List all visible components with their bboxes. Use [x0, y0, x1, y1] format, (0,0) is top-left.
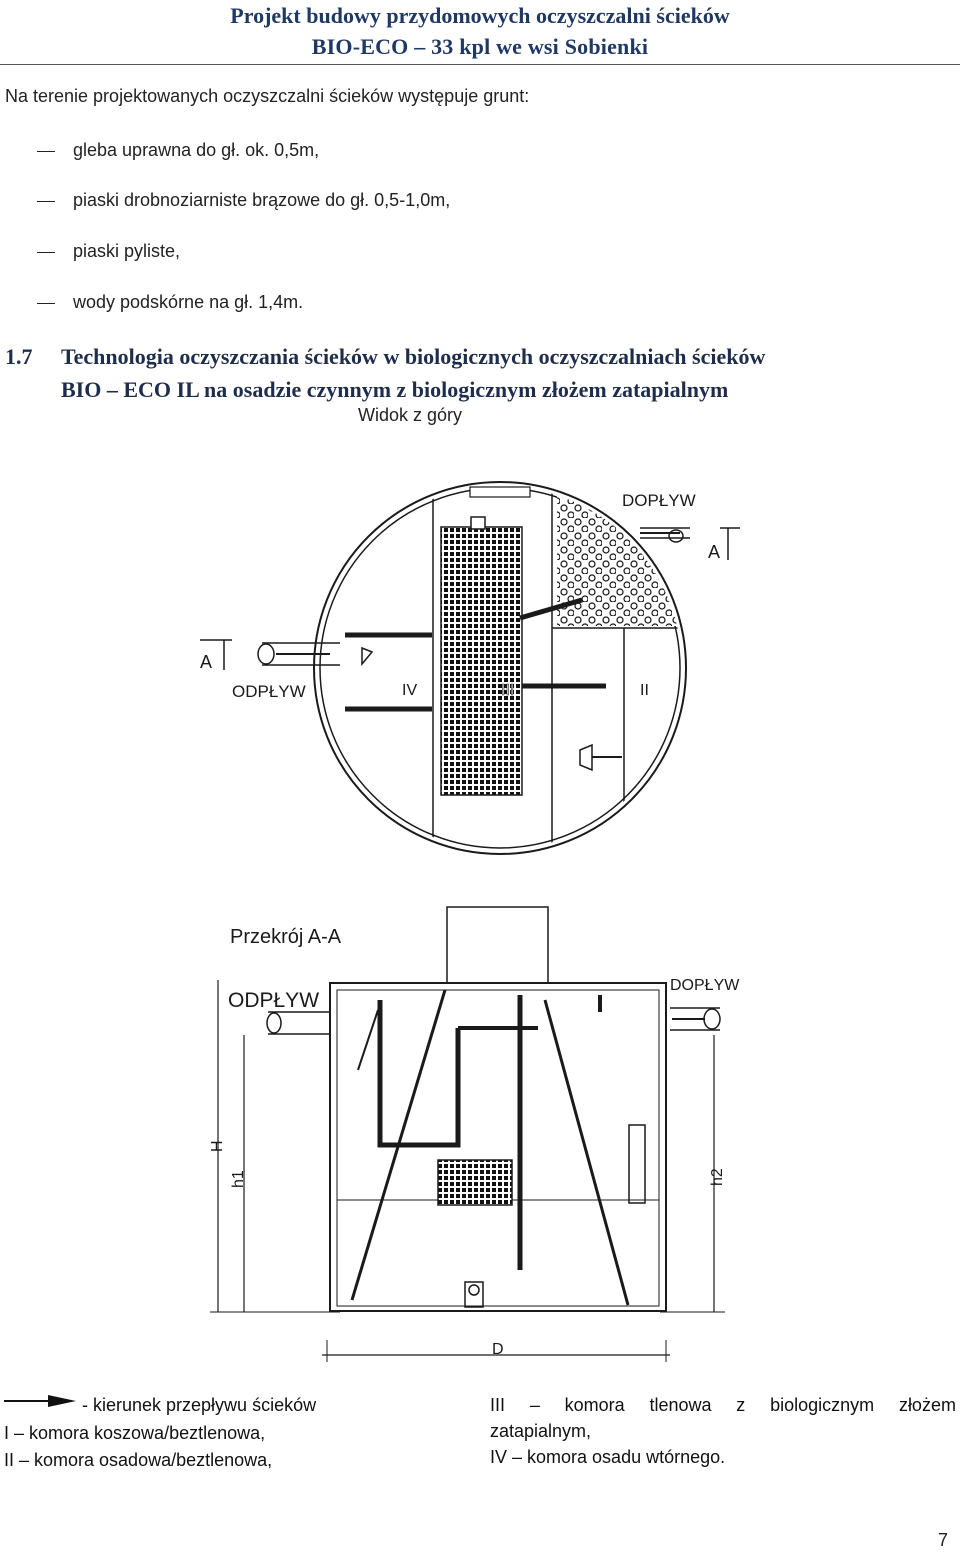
cross-section-title: Przekrój A-A [230, 926, 342, 948]
section-title-line2: BIO – ECO IL na osadzie czynnym z biolog… [61, 377, 729, 402]
cross-outflow-label: ODPŁYW [228, 989, 319, 1012]
dash-bullet-icon [37, 201, 55, 202]
tank-shell [329, 982, 667, 1312]
legend-word: z [736, 1395, 746, 1415]
top-view-drawing: DOPŁYW ODPŁYW A A IV III II [200, 481, 740, 855]
legend-right: III – komora tlenowa z biologicznym złoż… [490, 1392, 956, 1470]
legend-chamber-iii: III – komora tlenowa z biologicznym złoż… [490, 1392, 956, 1418]
cross-inflow-label: DOPŁYW [670, 977, 740, 994]
chamber-ii-label: II [640, 682, 649, 699]
legend-flow-text: - kierunek przepływu ścieków [82, 1395, 317, 1415]
header-title-line2: BIO-ECO – 33 kpl we wsi Sobienki [311, 34, 649, 59]
cross-section-drawing: Przekrój A-A ODPŁYW DOPŁYW H h1 h2 D [209, 906, 740, 1362]
page-number: 7 [938, 1530, 949, 1550]
section-mark-right: A [708, 542, 720, 562]
aerator-bar [469, 486, 531, 498]
legend-word: III [490, 1395, 506, 1415]
dash-bullet-icon [37, 303, 55, 304]
chamber-iv-label: IV [402, 682, 417, 699]
dim-H-label: H [209, 1140, 226, 1152]
section-title-line1: Technologia oczyszczania ścieków w biolo… [61, 344, 766, 369]
soil-intro: Na terenie projektowanych oczyszczalni ś… [5, 86, 530, 106]
tank-outer-wall [313, 481, 687, 855]
list-item-text: gleba uprawna do gł. ok. 0,5m, [73, 140, 320, 160]
legend-word: złożem [898, 1395, 956, 1415]
flow-direction-arrow-icon [4, 1395, 76, 1407]
bed-handle [470, 516, 486, 530]
dash-bullet-icon [37, 151, 55, 152]
header-title-line1: Projekt budowy przydomowych oczyszczalni… [230, 3, 730, 28]
top-inflow-label: DOPŁYW [622, 491, 696, 510]
list-item-text: wody podskórne na gł. 1,4m. [73, 292, 304, 312]
legend-word: komora [564, 1395, 625, 1415]
legend-word: tlenowa [649, 1395, 712, 1415]
biological-bed-section [437, 1159, 513, 1206]
legend-chamber-iv: IV – komora osadu wtórnego. [490, 1447, 726, 1467]
manhole-riser [446, 906, 549, 984]
dash-bullet-icon [37, 252, 55, 253]
section-mark-left: A [200, 652, 212, 672]
top-outflow-label: ODPŁYW [232, 682, 306, 701]
legend-word: biologicznym [770, 1395, 875, 1415]
document-header: Projekt budowy przydomowych oczyszczalni… [0, 0, 960, 62]
header-divider [0, 64, 960, 65]
list-item-text: piaski pyliste, [73, 241, 181, 261]
top-view-label: Widok z góry [357, 405, 463, 425]
legend-word: – [529, 1395, 540, 1415]
chamber-iii-label: III [501, 682, 514, 699]
legend-chamber-ii: II – komora osadowa/beztlenowa, [4, 1450, 273, 1470]
dim-h2-label: h2 [709, 1168, 726, 1186]
list-item-text: piaski drobnoziarniste brązowe do gł. 0,… [73, 190, 451, 210]
legend-chamber-iii-cont: zatapialnym, [490, 1421, 592, 1441]
legend-chamber-i: I – komora koszowa/beztlenowa, [4, 1423, 266, 1443]
section-number: 1.7 [5, 344, 33, 369]
dim-D-label: D [492, 1341, 504, 1358]
dim-h1-label: h1 [230, 1170, 247, 1188]
biological-bed [440, 526, 523, 796]
